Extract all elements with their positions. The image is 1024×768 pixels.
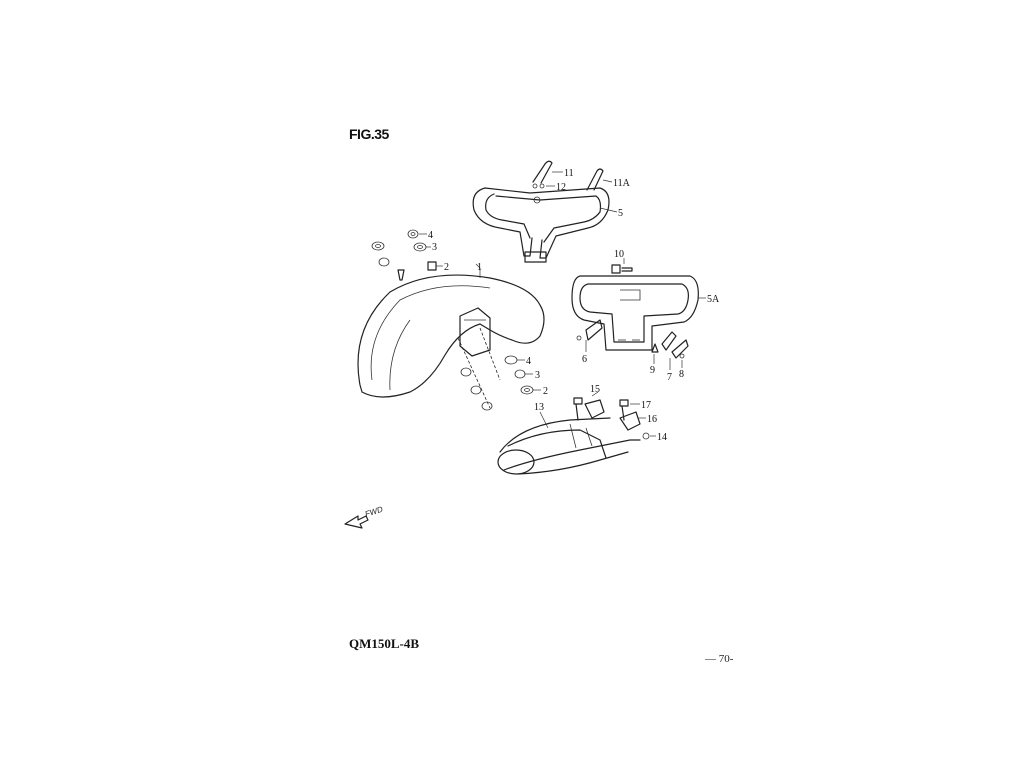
- callout-3-lower: 3: [535, 370, 540, 381]
- callout-3-upper: 3: [432, 242, 437, 253]
- part-6-bracket: [576, 319, 603, 352]
- figure-title: FIG.35: [349, 126, 389, 142]
- callout-13: 13: [534, 402, 544, 413]
- callout-4-lower: 4: [526, 356, 531, 367]
- callout-10: 10: [614, 249, 624, 260]
- parts-9-7-8-plates: [651, 331, 689, 370]
- callout-1: 1: [477, 262, 482, 273]
- parts-15-17-16-14-hardware: [573, 391, 656, 440]
- part-callouts: 11 11A 12 5 4 3 2 1 10 5A 6 9 7 8 4 3 2 …: [428, 168, 720, 443]
- lower-fender-hardware: [457, 327, 541, 411]
- part-10-bolt: [611, 258, 633, 274]
- part-5a-rear-rack: [571, 275, 706, 351]
- callout-14: 14: [657, 432, 667, 443]
- part-11-u-bolt: [532, 160, 563, 184]
- callout-7: 7: [667, 372, 672, 383]
- model-number: QM150L-4B: [349, 636, 420, 651]
- fwd-label: FWD: [364, 505, 384, 519]
- fwd-direction-arrow: FWD: [344, 505, 384, 529]
- callout-11: 11: [564, 168, 574, 179]
- part-5-front-bar: [472, 187, 618, 263]
- callout-8: 8: [679, 369, 684, 380]
- callout-2-upper: 2: [444, 262, 449, 273]
- part-13-lower-guard: [497, 411, 641, 475]
- callout-17: 17: [641, 400, 651, 411]
- callout-5: 5: [618, 208, 623, 219]
- part-12-nuts: [532, 183, 555, 189]
- upper-left-hardware: [371, 229, 443, 281]
- page-number: — 70-: [705, 653, 734, 665]
- callout-6: 6: [582, 354, 587, 365]
- callout-4-upper: 4: [428, 230, 433, 241]
- part-11a-clip: [586, 168, 613, 191]
- callout-15: 15: [590, 384, 600, 395]
- part-1-fender: [357, 263, 545, 398]
- callout-12: 12: [556, 182, 566, 193]
- callout-5a: 5A: [707, 294, 720, 305]
- callout-9: 9: [650, 365, 655, 376]
- callout-2-lower: 2: [543, 386, 548, 397]
- callout-16: 16: [647, 414, 657, 425]
- callout-11a: 11A: [613, 178, 631, 189]
